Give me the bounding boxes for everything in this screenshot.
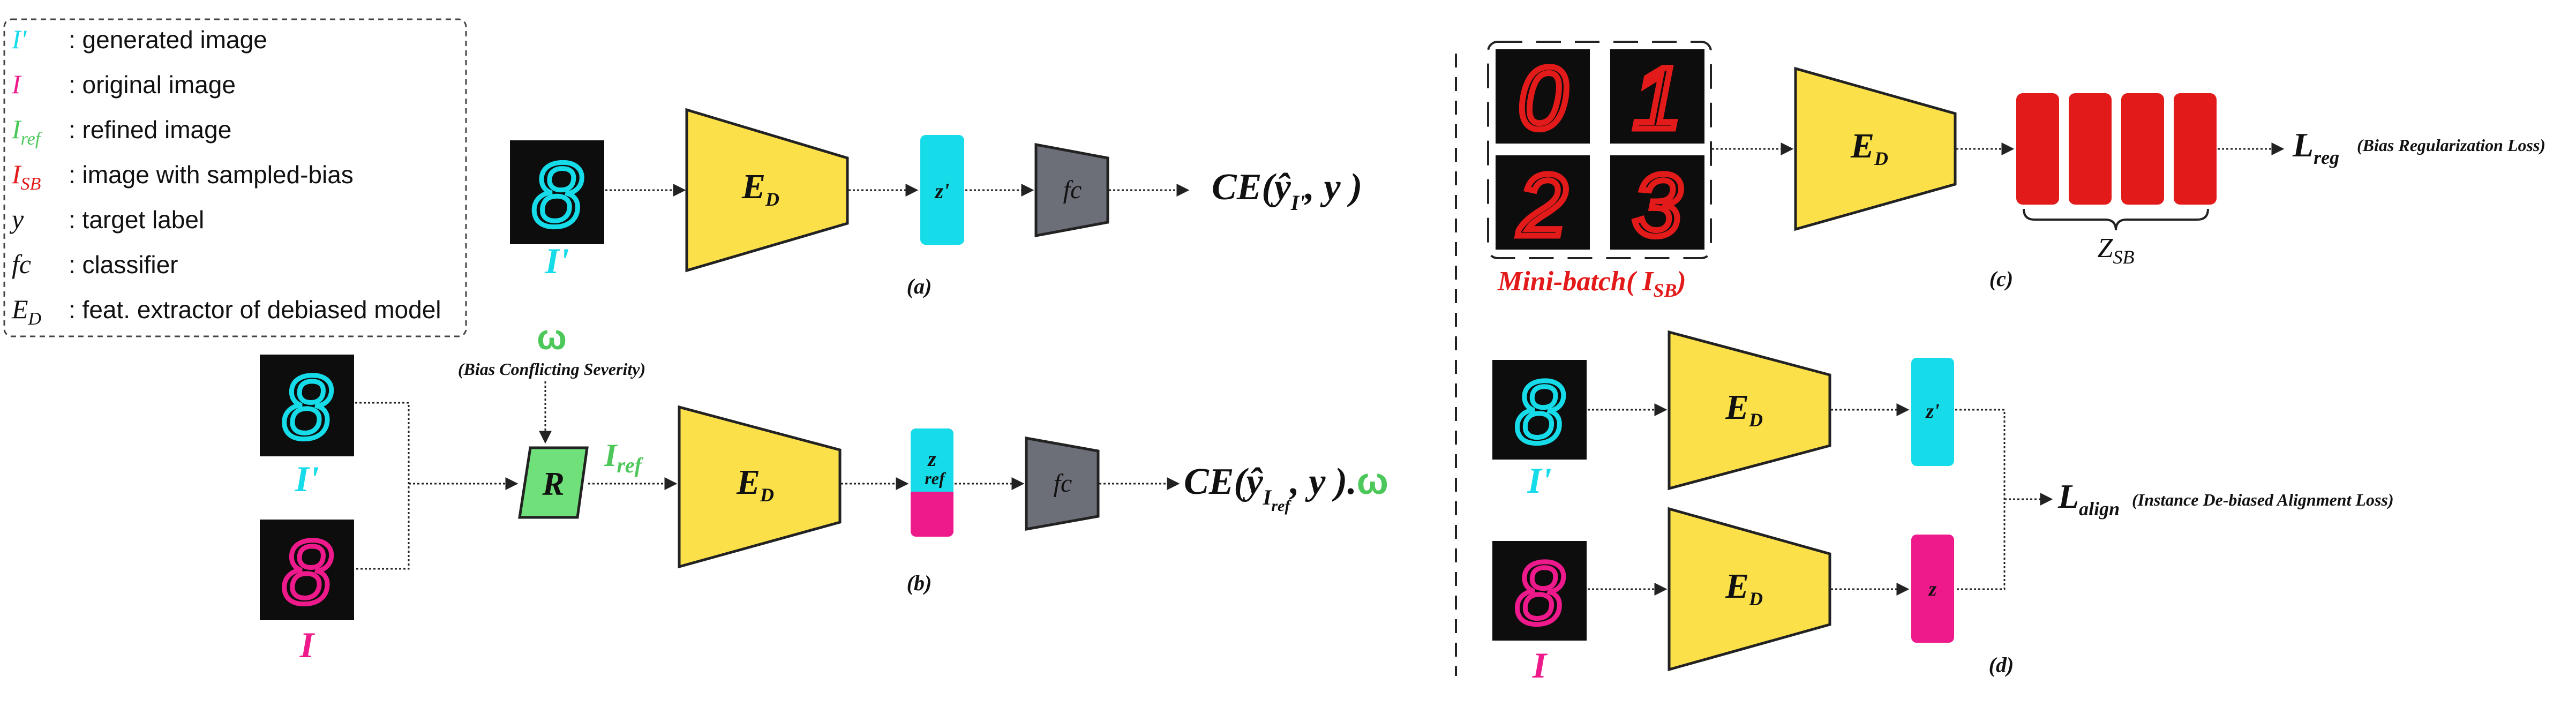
legend-symbol-generated: I' [11, 24, 27, 54]
legend-text-extractor: : feat. extractor of debiased model [69, 296, 441, 324]
minibatch-digit-0: 0 [1496, 46, 1590, 151]
generated-image-label: I' [1527, 460, 1551, 501]
feature-label: z' [934, 179, 950, 203]
legend: I' I Iref ISB y fc ED : generated image … [3, 18, 467, 337]
legend-text-sampled-bias: : image with sampled-bias [69, 161, 354, 189]
legend-symbol-classifier: fc [12, 249, 31, 279]
legend-text-generated: : generated image [69, 26, 267, 54]
refined-image-label: Iref [604, 438, 644, 477]
legend-symbol-target: y [9, 204, 24, 234]
refiner-block [518, 446, 589, 519]
feature-vector [920, 135, 964, 245]
encoder-block-bottom [1668, 507, 1831, 672]
feature-z-prime [1911, 358, 1954, 466]
encoder-label-bottom: ED [1725, 567, 1763, 610]
encoder-label: ED [741, 167, 779, 210]
minibatch-digit-2: 2 [1496, 153, 1590, 258]
legend-text-original: : original image [69, 71, 236, 99]
regularization-loss-caption: (Bias Regularization Loss) [2357, 136, 2545, 155]
encoder-label-top: ED [1725, 388, 1763, 431]
encoder-block [685, 108, 849, 273]
minibatch-frame [1487, 41, 1712, 259]
encoder-label: ED [736, 463, 774, 506]
merge-connector [355, 402, 410, 570]
encoder-label: ED [1850, 126, 1888, 169]
generated-image-label: I' [544, 240, 569, 281]
output-ce-loss: CE(ŷI', y ) [1212, 167, 1362, 215]
original-image-label: I [299, 625, 316, 665]
panel-d-caption: (d) [1989, 653, 2014, 677]
legend-symbol-refined: Iref [11, 114, 43, 149]
svg-text:1: 1 [1633, 49, 1682, 147]
classifier-label: fc [1054, 469, 1072, 498]
svg-text:3: 3 [1633, 156, 1682, 254]
classifier-label: fc [1063, 176, 1082, 204]
panel-c-caption: (c) [1989, 267, 2013, 291]
panel-a-caption: (a) [907, 274, 932, 298]
classifier-block [1025, 437, 1100, 531]
original-digit-image: 8 [1492, 541, 1587, 645]
encoder-block [1794, 66, 1957, 231]
classifier-block [1034, 142, 1109, 238]
svg-text:8: 8 [1515, 363, 1564, 461]
sampled-bias-feature-3 [2121, 93, 2164, 205]
output-weighted-ce-loss: CE(ŷIref, y ).ω [1184, 460, 1388, 515]
alignment-connector [1955, 409, 2006, 590]
legend-text-refined: : refined image [69, 116, 231, 144]
alignment-loss: Lalign [2057, 477, 2120, 520]
refiner-label: R [542, 466, 564, 502]
legend-symbol-sampled-bias: ISB [11, 159, 41, 194]
omega-caption: (Bias Conflicting Severity) [458, 359, 645, 379]
encoder-block-top [1668, 330, 1831, 491]
original-image-label: I [1532, 645, 1548, 686]
generated-digit-image: 8 [510, 140, 604, 249]
generated-digit-image: 8 [260, 355, 354, 460]
svg-text:8: 8 [532, 144, 583, 246]
svg-text:8: 8 [1515, 544, 1564, 642]
legend-text-classifier: : classifier [69, 251, 178, 279]
feature-brace [2023, 208, 2209, 231]
svg-text:8: 8 [282, 522, 332, 622]
panel-b: 8 I' 8 I ω (Bias Conflicting Severity) R… [260, 317, 1388, 665]
feature-z [1911, 535, 1954, 643]
omega-symbol: ω [537, 317, 567, 357]
legend-symbol-original: I [11, 69, 22, 99]
z-sb-label: ZSB [2098, 233, 2135, 268]
sampled-bias-feature-1 [2016, 93, 2059, 205]
legend-frame [3, 18, 467, 337]
minibatch-label: Mini-batch( ISB) [1497, 266, 1686, 301]
encoder-block [678, 405, 842, 569]
svg-text:2: 2 [1518, 156, 1567, 254]
svg-text:0: 0 [1518, 49, 1567, 147]
panel-d: 8 I' 8 I ED z' ED z Lalign (Instance De-… [1492, 330, 2394, 686]
refined-feature-vector [911, 428, 953, 537]
sampled-bias-feature-4 [2174, 93, 2217, 205]
minibatch-digit-3: 3 [1610, 153, 1704, 258]
panel-b-caption: (b) [907, 571, 932, 595]
legend-text-target: : target label [69, 206, 204, 234]
generated-digit-image: 8 [1492, 360, 1587, 464]
alignment-loss-caption: (Instance De-biased Alignment Loss) [2132, 490, 2394, 509]
feature-z-prime-label: z' [1925, 400, 1939, 423]
legend-symbol-extractor: ED [11, 294, 42, 329]
panel-a: 8 I' ED z' fc CE(ŷI', y ) (a) [510, 108, 1362, 298]
feature-z-label: z [1928, 578, 1937, 600]
svg-text:8: 8 [282, 357, 332, 457]
panel-c: 0 1 2 3 Mini-batch( ISB) ED ZSB Lreg (Bi… [1487, 41, 2545, 301]
minibatch-digit-1: 1 [1610, 46, 1704, 151]
sampled-bias-feature-2 [2069, 93, 2112, 205]
regularization-loss: Lreg [2292, 126, 2339, 168]
original-digit-image: 8 [260, 520, 354, 625]
generated-image-label: I' [294, 458, 319, 499]
